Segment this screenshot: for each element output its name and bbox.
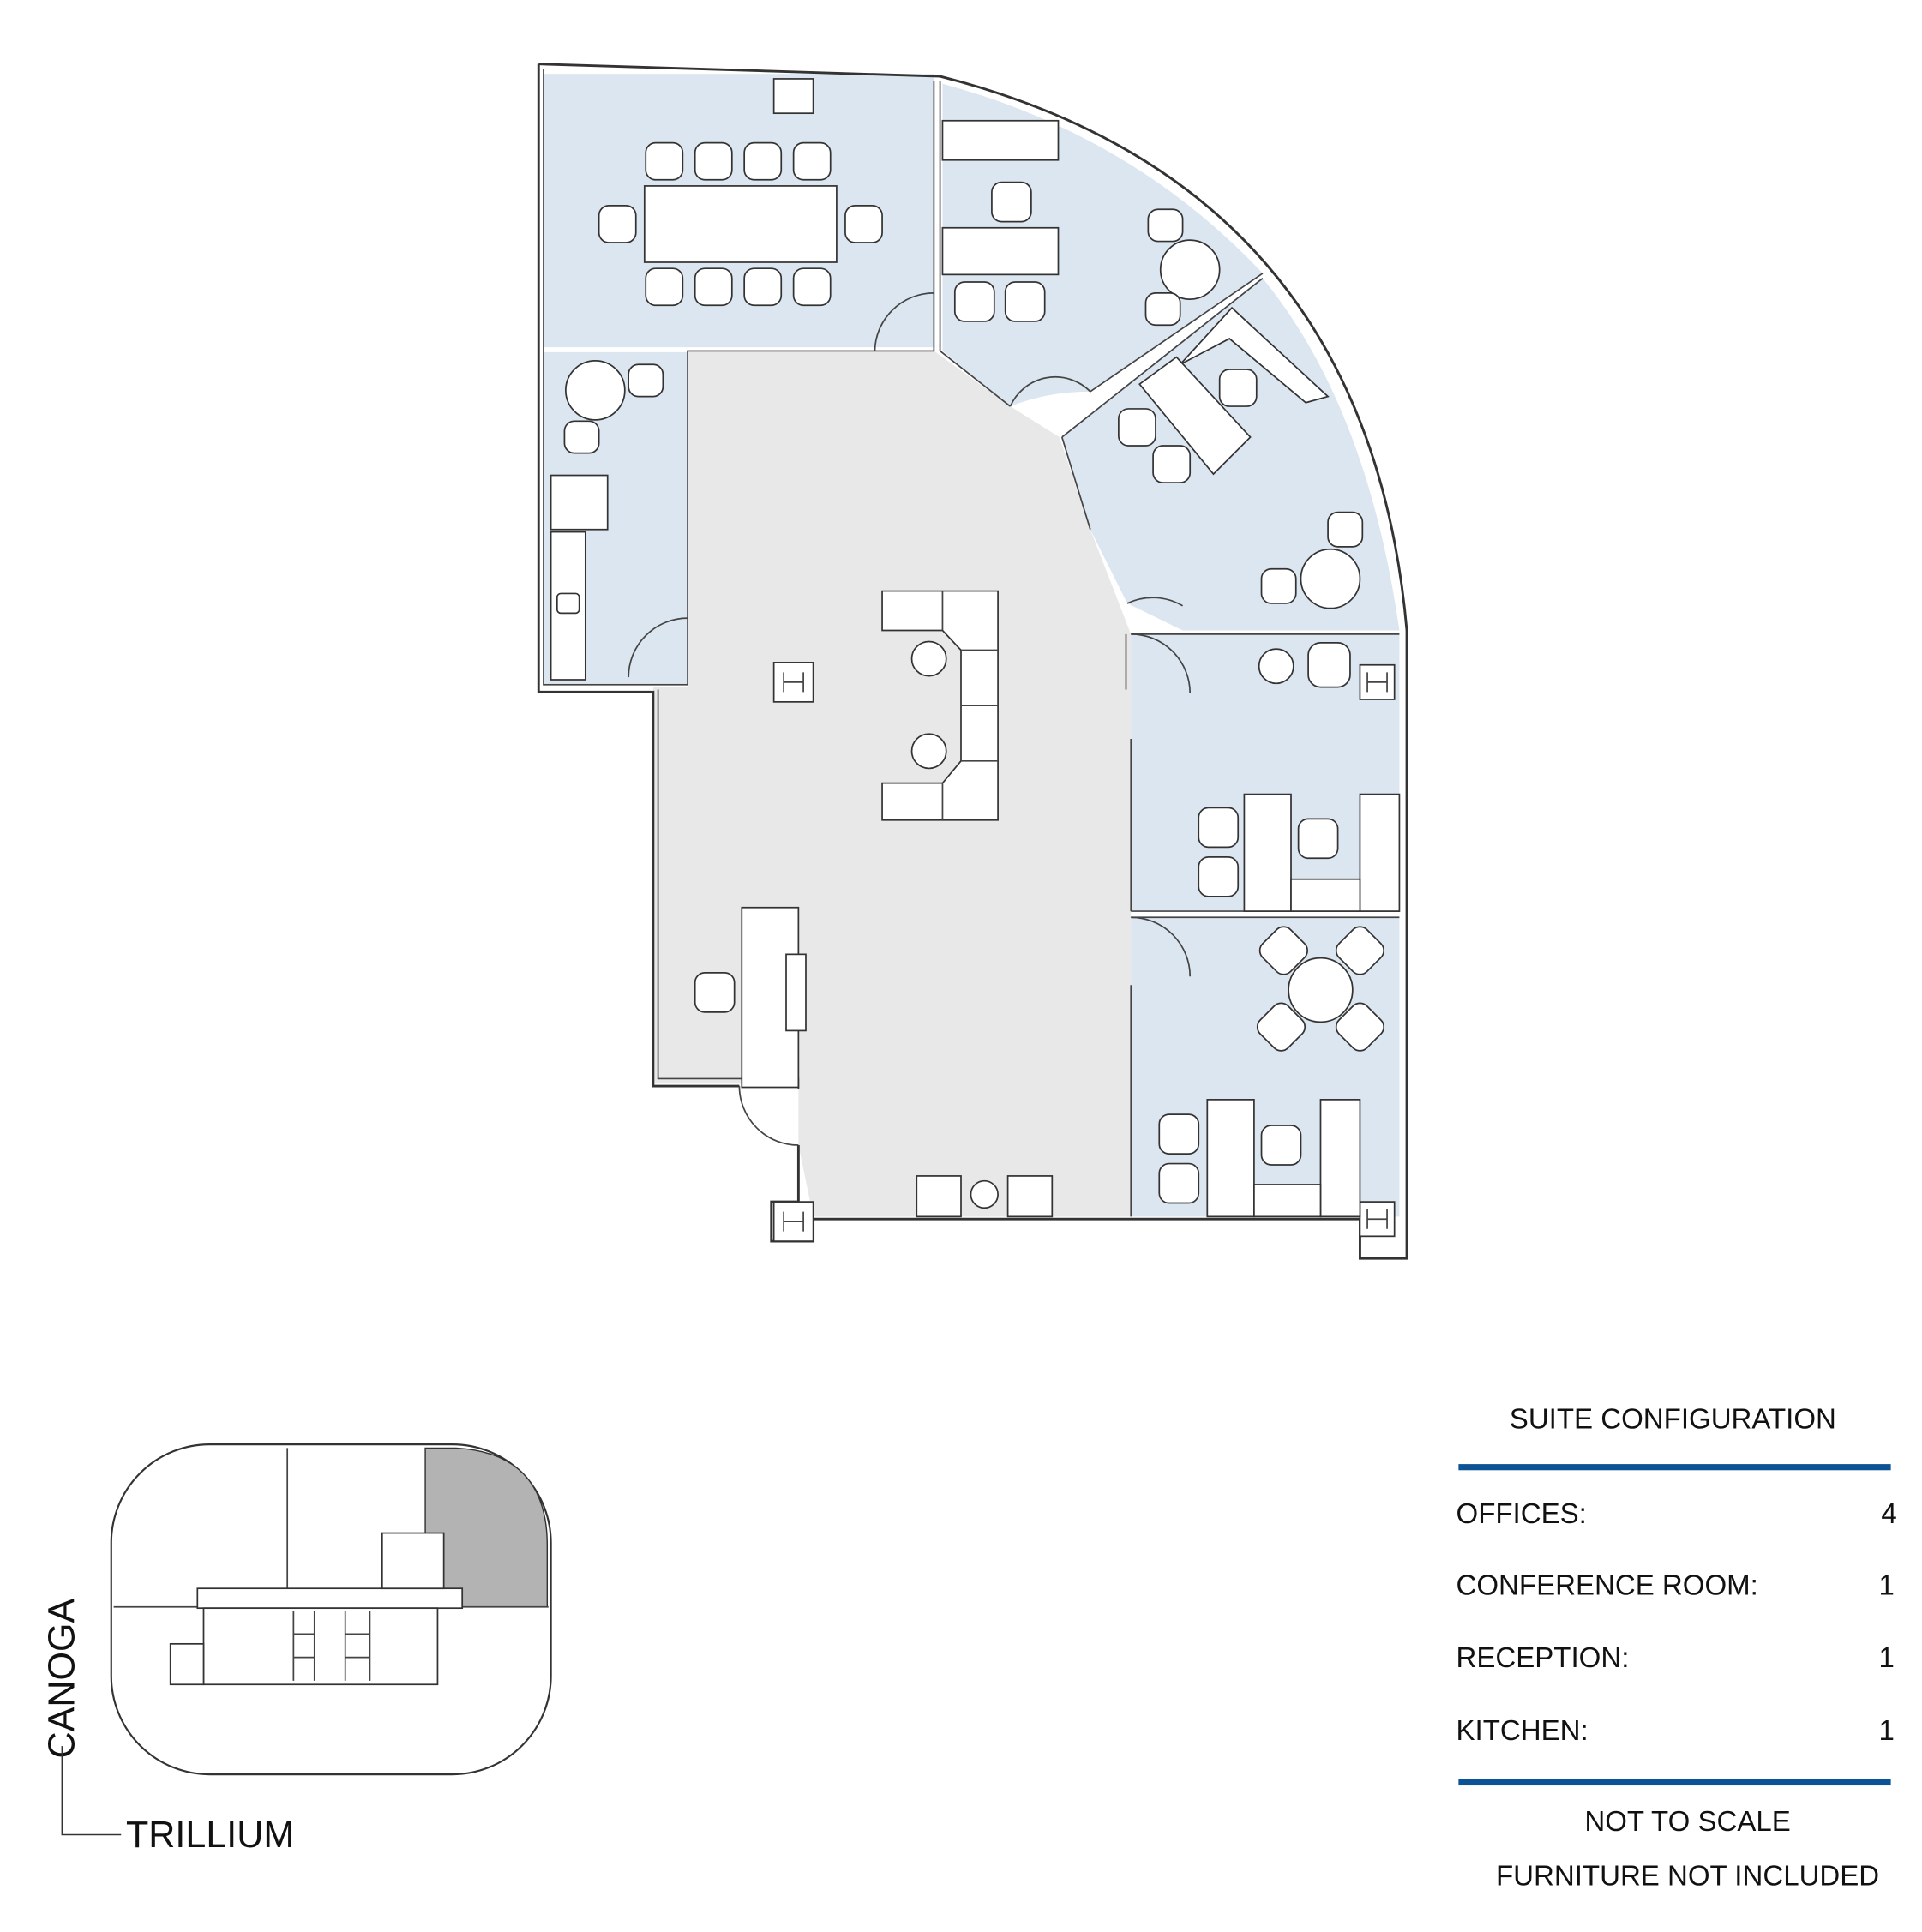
office-1	[942, 83, 1263, 407]
exterior-wall	[538, 63, 1408, 1260]
legend-rule-top	[1458, 1464, 1891, 1471]
conference-furniture	[598, 141, 883, 307]
legend-value-conference: 1	[1879, 1569, 1895, 1601]
legend-label-conference: CONFERENCE ROOM:	[1457, 1569, 1758, 1601]
legend-label-reception: RECEPTION:	[1457, 1642, 1630, 1674]
office-4-furniture	[1158, 926, 1385, 1218]
note-not-to-scale: NOT TO SCALE	[1584, 1806, 1790, 1838]
reception-furniture	[694, 590, 1054, 1218]
kitchen-furniture	[550, 360, 664, 681]
legend-value-kitchen: 1	[1879, 1715, 1895, 1747]
legend-label-kitchen: KITCHEN:	[1457, 1715, 1589, 1747]
legend-label-offices: OFFICES:	[1457, 1498, 1587, 1530]
note-furniture-not-included: FURNITURE NOT INCLUDED	[1496, 1860, 1879, 1892]
office-3-furniture	[1198, 642, 1401, 912]
suite-floor-plan	[537, 63, 1408, 1260]
street-label-trillium: TRILLIUM	[126, 1815, 294, 1856]
office-1-furniture	[941, 119, 1221, 327]
legend-value-offices: 4	[1881, 1498, 1896, 1530]
legend-rule-bottom	[1458, 1779, 1891, 1786]
column-markers	[772, 78, 1396, 1242]
street-label-canoga: CANOGA	[42, 1598, 83, 1758]
key-plan: CANOGA TRILLIUM	[42, 1443, 552, 1856]
key-plan-highlight	[424, 1447, 549, 1608]
legend-title: SUITE CONFIGURATION	[1510, 1403, 1836, 1435]
suite-configuration-legend: SUITE CONFIGURATION OFFICES: 4 CONFERENC…	[1457, 1403, 1897, 1892]
legend-value-reception: 1	[1879, 1642, 1895, 1674]
office-2-furniture	[1118, 306, 1364, 609]
